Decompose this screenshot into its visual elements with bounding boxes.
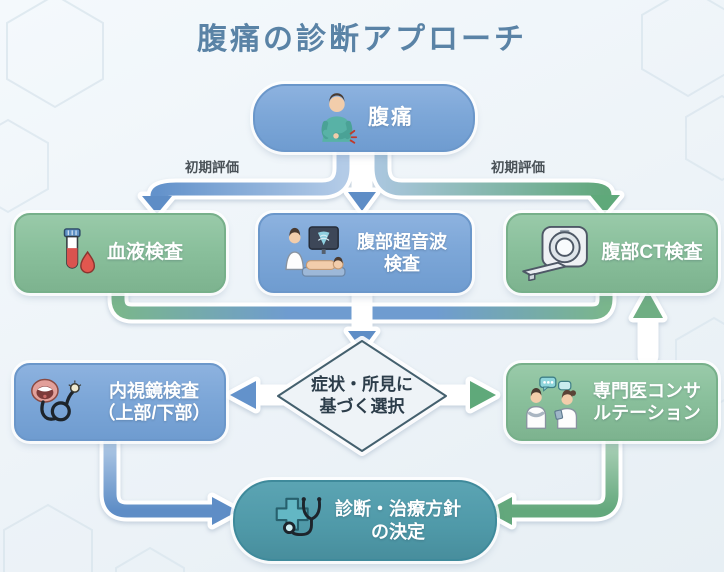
ultrasound-exam-icon xyxy=(285,226,346,277)
endoscope-icon xyxy=(31,378,82,422)
blood-test-icon xyxy=(63,228,96,274)
arrow-consultation-to-final xyxy=(481,422,623,530)
edge-label-initial-evaluation-left: 初期評価 xyxy=(185,160,239,175)
final-label-line2: の決定 xyxy=(371,521,425,542)
node-final-decision: 診断・治療方針 の決定 xyxy=(233,480,497,561)
arrow-endoscopy-to-final xyxy=(99,422,243,530)
decision-label-line1: 症状・所見に xyxy=(311,375,413,394)
ct-scanner-icon xyxy=(522,225,589,281)
edge-label-initial-evaluation-right: 初期評価 xyxy=(491,160,545,175)
ultrasound-label-line1: 腹部超音波 xyxy=(357,231,447,252)
final-label-line1: 診断・治療方針 xyxy=(335,499,461,519)
decision-label-line2: 基づく選択 xyxy=(319,397,405,417)
decision-diamond-label: 症状・所見に 基づく選択 xyxy=(278,374,446,418)
node-endoscopy: 内視鏡検査 （上部/下部） xyxy=(14,363,226,441)
patient-stomachache-icon xyxy=(321,93,358,144)
endoscopy-label-line2: （上部/下部） xyxy=(97,403,211,423)
consultation-label-line1: 専門医コンサ xyxy=(593,380,701,401)
arrow-pain-to-ct xyxy=(370,138,625,218)
node-specialist-consultation-label: 専門医コンサ ルテーション xyxy=(593,380,701,425)
node-blood-test-label: 血液検査 xyxy=(106,242,183,264)
node-abdominal-pain: 腹痛 xyxy=(253,84,475,152)
node-abdominal-ct: 腹部CT検査 xyxy=(506,213,718,293)
endoscopy-label-line1: 内視鏡検査 xyxy=(108,380,199,401)
decision-diamond xyxy=(273,336,451,456)
arrow-pain-to-blood xyxy=(137,138,354,219)
consultation-label-line2: ルテーション xyxy=(593,403,701,423)
node-final-decision-label: 診断・治療方針 の決定 xyxy=(335,498,461,543)
cross-stethoscope-icon xyxy=(275,496,322,536)
node-abdominal-pain-label: 腹痛 xyxy=(368,105,414,129)
node-abdominal-ct-label: 腹部CT検査 xyxy=(601,242,703,264)
node-abdominal-ultrasound-label: 腹部超音波 検査 xyxy=(357,231,447,276)
page-title: 腹痛の診断アプローチ xyxy=(197,23,527,56)
arrow-pain-to-ultrasound xyxy=(343,136,381,216)
node-endoscopy-label: 内視鏡検査 （上部/下部） xyxy=(97,380,210,425)
ultrasound-label-line2: 検査 xyxy=(384,254,420,274)
node-specialist-consultation: 専門医コンサ ルテーション xyxy=(506,363,718,441)
node-blood-test: 血液検査 xyxy=(14,213,226,293)
node-abdominal-ultrasound: 腹部超音波 検査 xyxy=(258,213,472,293)
arrow-consultation-to-ct xyxy=(628,286,668,367)
doctors-consultation-icon xyxy=(526,376,578,429)
